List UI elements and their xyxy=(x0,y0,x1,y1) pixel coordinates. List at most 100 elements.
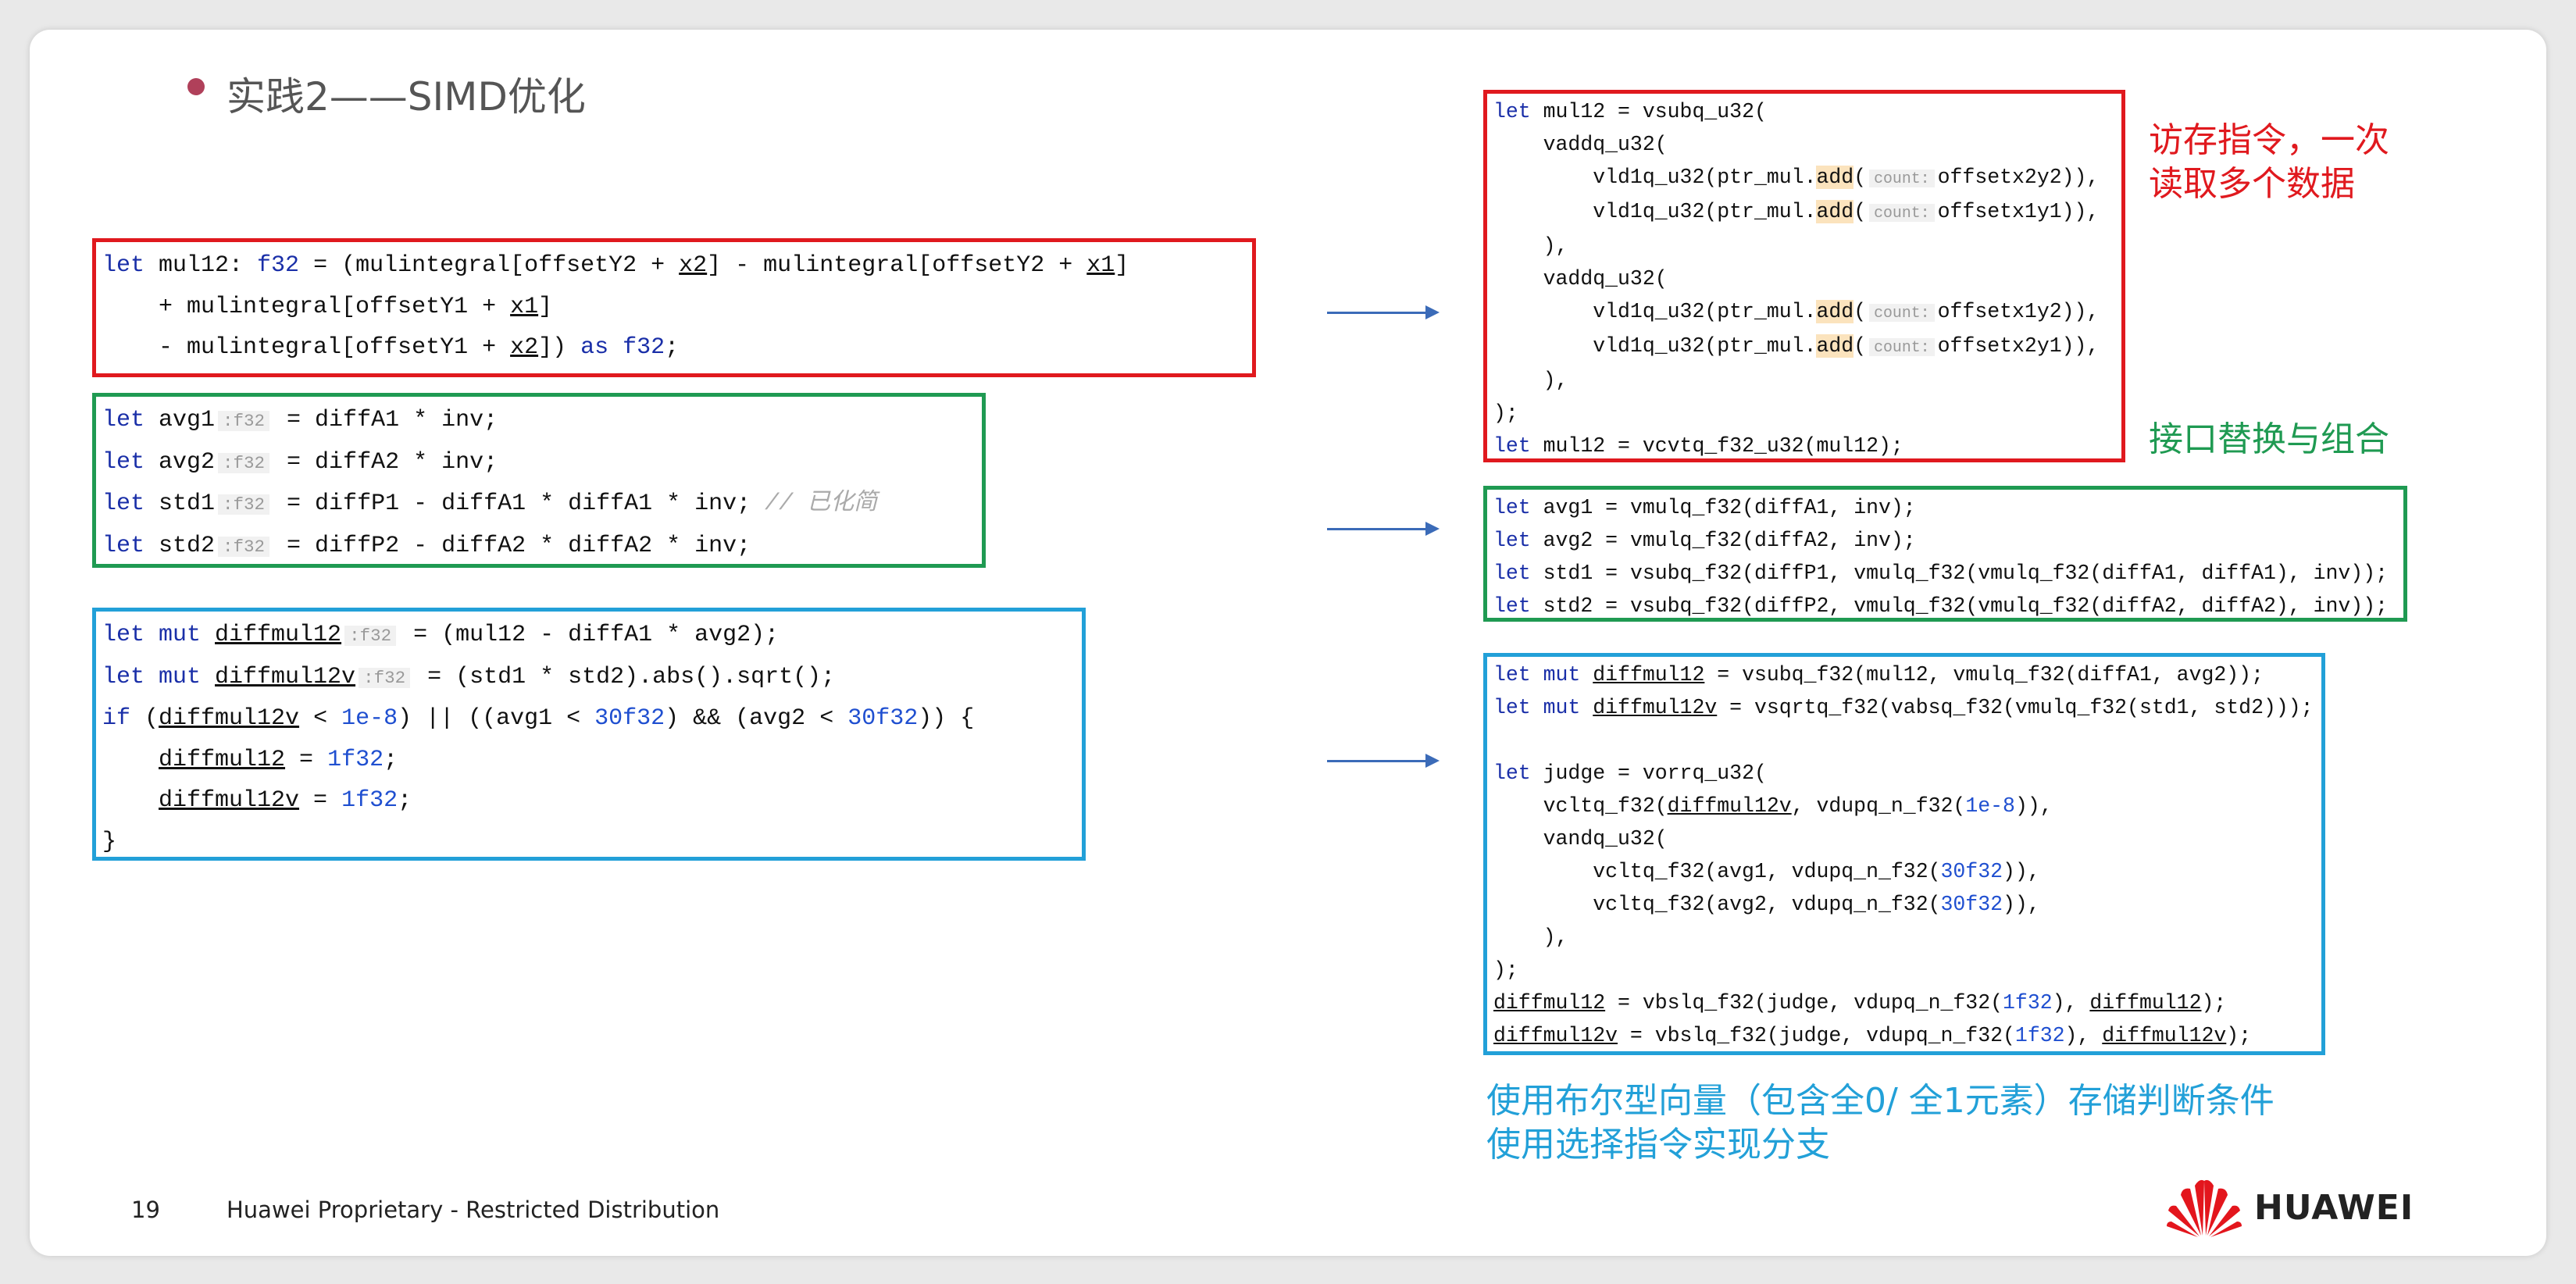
code-token: ( xyxy=(1854,334,1867,358)
code-token: = xyxy=(299,787,342,815)
type-hint: :f32 xyxy=(218,452,270,473)
code-line: let std2 = vsubq_f32(diffP2, vmulq_f32(v… xyxy=(1493,590,2403,622)
code-token: ] - mulintegral[offsetY2 + xyxy=(707,252,1087,279)
code-line: } xyxy=(102,822,1082,863)
code-token: let xyxy=(1493,434,1543,458)
code-line: diffmul12v = vbslq_f32(judge, vdupq_n_f3… xyxy=(1493,1019,2321,1052)
bool-note: 使用布尔型向量（包含全0/ 全1元素）存储判断条件 使用选择指令实现分支 xyxy=(1486,1079,2275,1167)
code-line: diffmul12 = 1f32; xyxy=(102,740,1082,781)
type-hint: count: xyxy=(1869,304,1935,322)
code-token: vaddq_u32( xyxy=(1493,133,1668,156)
code-token: x2 xyxy=(510,334,539,362)
code-token: + mulintegral[offsetY1 + xyxy=(102,293,511,320)
code-line: vcltq_f32(avg2, vdupq_n_f32(30f32)), xyxy=(1493,888,2321,921)
code-token: let xyxy=(102,532,159,559)
code-token: = (mul12 - diffA1 * avg2); xyxy=(399,622,780,648)
code-token: mul12: xyxy=(159,252,258,279)
code-token: ); xyxy=(1493,401,1518,425)
code-line: let mut diffmul12:f32 = (mul12 - diffA1 … xyxy=(102,615,1082,657)
simd-avg-std-code: let avg1 = vmulq_f32(diffA1, inv);let av… xyxy=(1483,486,2407,622)
code-line: vld1q_u32(ptr_mul.add(count:offsetx2y2))… xyxy=(1493,161,2121,195)
code-line: let mut diffmul12v = vsqrtq_f32(vabsq_f3… xyxy=(1493,691,2321,724)
code-token: x2 xyxy=(679,252,708,279)
type-hint: :f32 xyxy=(218,536,270,557)
type-hint: count: xyxy=(1869,338,1935,356)
bool-note-line: 使用选择指令实现分支 xyxy=(1486,1125,1830,1165)
code-token: = diffP2 - diffA2 * diffA2 * inv; xyxy=(273,532,751,559)
code-token: offsetx2y1)), xyxy=(1937,334,2100,358)
huawei-petal-icon xyxy=(2167,1179,2242,1237)
code-token: )) { xyxy=(918,705,975,733)
code-token: = vsubq_f32(mul12, vmulq_f32(diffA1, avg… xyxy=(1704,663,2264,687)
code-token: add xyxy=(1816,334,1854,358)
code-line: ); xyxy=(1493,397,2121,430)
code-line xyxy=(1493,724,2321,757)
code-token: std1 = vsubq_f32(diffP1, vmulq_f32(vmulq… xyxy=(1543,562,2389,585)
code-line: let avg2:f32 = diffA2 * inv; xyxy=(102,442,982,484)
memory-note: 访存指令，一次 读取多个数据 xyxy=(2149,119,2389,206)
code-token: ; xyxy=(398,787,412,815)
code-token: = vbslq_f32(judge, vdupq_n_f32( xyxy=(1618,1024,2015,1047)
code-token: add xyxy=(1816,166,1854,189)
code-token: vcltq_f32(avg1, vdupq_n_f32( xyxy=(1493,860,1941,883)
code-token: diffmul12v xyxy=(1667,794,1792,818)
code-token: diffmul12v xyxy=(159,705,300,733)
code-token: let mut xyxy=(1493,663,1593,687)
code-token: ); xyxy=(2201,991,2227,1015)
code-token: ; xyxy=(384,746,398,773)
type-hint: :f32 xyxy=(218,494,270,515)
original-mul12-code: let mul12: f32 = (mulintegral[offsetY2 +… xyxy=(92,238,1256,377)
slide-title: 实践2——SIMD优化 xyxy=(227,74,586,119)
code-token: } xyxy=(102,828,117,855)
code-token: vld1q_u32(ptr_mul. xyxy=(1493,300,1817,323)
code-token: let mut xyxy=(1493,696,1593,719)
code-line: + mulintegral[offsetY1 + x1] xyxy=(102,287,1252,328)
code-token: f32 xyxy=(257,252,300,279)
code-token: x1 xyxy=(510,293,539,320)
code-token: std1 xyxy=(159,490,216,518)
code-token: 30f32 xyxy=(847,705,919,733)
code-token: ]) xyxy=(538,334,581,362)
code-token: let xyxy=(102,448,159,476)
code-token: = diffA1 * inv; xyxy=(273,407,498,433)
code-token: avg1 = vmulq_f32(diffA1, inv); xyxy=(1543,496,1916,519)
code-line: let std1 = vsubq_f32(diffP1, vmulq_f32(v… xyxy=(1493,557,2403,590)
code-token: vld1q_u32(ptr_mul. xyxy=(1493,166,1817,189)
code-token: = diffP1 - diffA1 * diffA1 * inv; xyxy=(273,490,765,518)
memory-note-line: 读取多个数据 xyxy=(2149,164,2355,204)
code-line: vaddq_u32( xyxy=(1493,262,2121,295)
code-line: vcltq_f32(avg1, vdupq_n_f32(30f32)), xyxy=(1493,855,2321,888)
code-token: diffmul12v xyxy=(2102,1024,2227,1047)
code-token: add xyxy=(1816,200,1854,223)
code-token: = (mulintegral[offsetY2 + xyxy=(299,252,680,279)
code-line: vld1q_u32(ptr_mul.add(count:offsetx1y2))… xyxy=(1493,295,2121,330)
code-line: ), xyxy=(1493,364,2121,397)
code-token: ), xyxy=(2064,1024,2103,1047)
code-token: vandq_u32( xyxy=(1493,827,1668,851)
logo-text: HUAWEI xyxy=(2254,1187,2414,1228)
code-token: 1e-8 xyxy=(341,705,398,733)
code-token: diffmul12v xyxy=(1493,1024,1618,1047)
type-hint: count: xyxy=(1869,204,1935,222)
code-token: ] xyxy=(1115,252,1129,279)
arrow-right-icon xyxy=(1327,754,1440,768)
code-token: x1 xyxy=(1086,252,1115,279)
code-token: ; xyxy=(665,334,680,362)
code-token: ( xyxy=(1854,166,1867,189)
code-token: vcltq_f32( xyxy=(1493,794,1668,818)
code-token: mul12 = vcvtq_f32_u32(mul12); xyxy=(1543,434,1903,458)
code-token: = xyxy=(285,746,328,773)
code-token: let xyxy=(1493,100,1543,123)
code-token: ] xyxy=(538,293,553,320)
code-line: vld1q_u32(ptr_mul.add(count:offsetx1y1))… xyxy=(1493,195,2121,230)
code-token: avg2 xyxy=(159,448,216,476)
code-token: vcltq_f32(avg2, vdupq_n_f32( xyxy=(1493,893,1941,916)
code-token: let xyxy=(102,252,159,279)
code-token: 30f32 xyxy=(1940,893,2003,916)
code-token: as f32 xyxy=(580,334,665,362)
code-token: ), xyxy=(1493,369,1568,392)
code-token: let xyxy=(102,490,159,518)
code-token: 30f32 xyxy=(594,705,665,733)
type-hint: :f32 xyxy=(218,411,270,431)
code-token: - mulintegral[offsetY1 + xyxy=(102,334,511,362)
